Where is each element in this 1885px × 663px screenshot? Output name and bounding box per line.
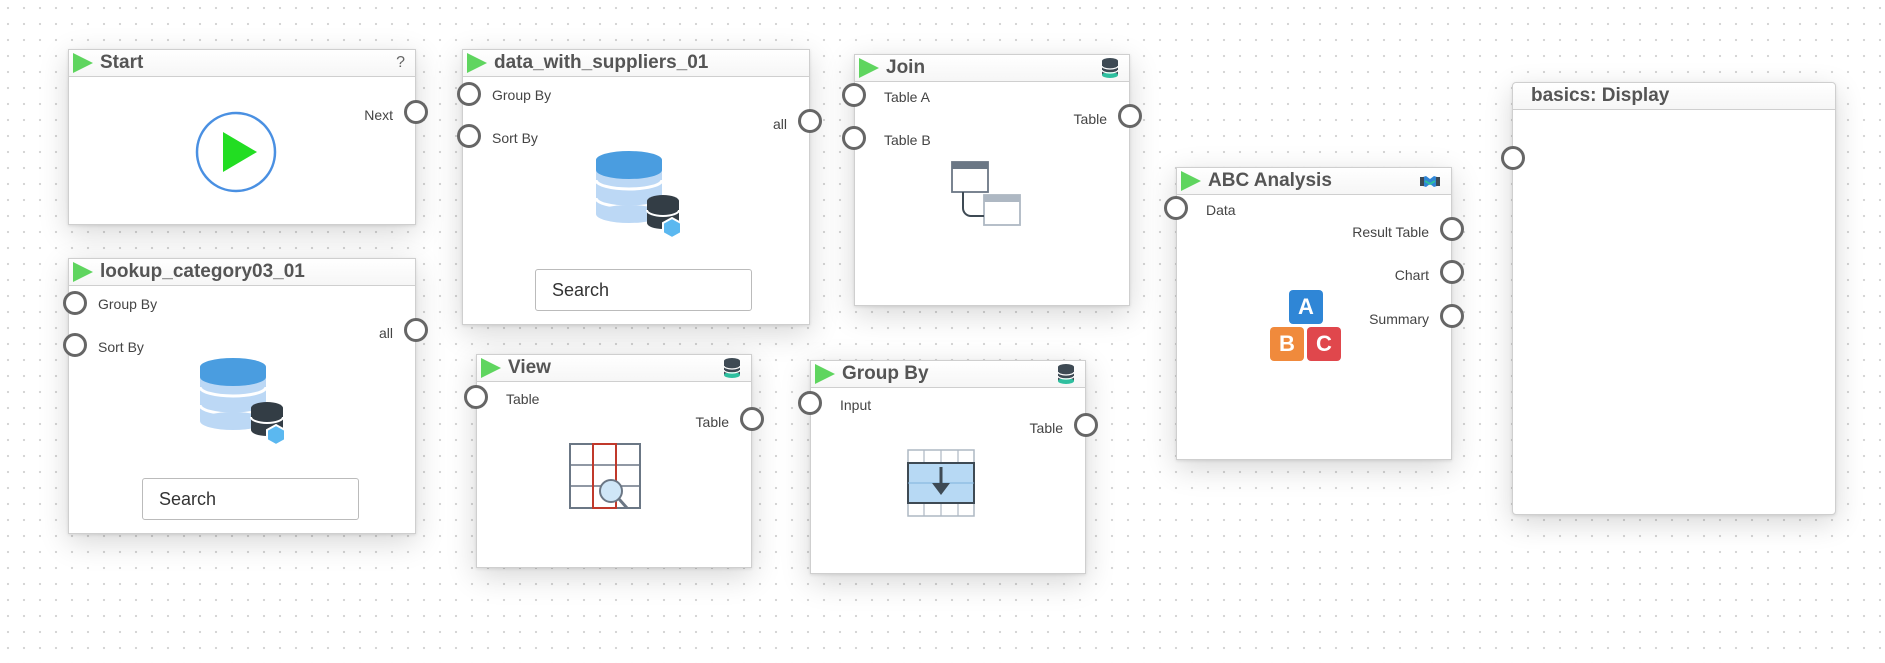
- port-label-next: Next: [364, 107, 393, 123]
- run-play-icon[interactable]: [815, 364, 835, 384]
- database-stack-icon: [723, 358, 741, 378]
- output-port-result-table[interactable]: [1440, 217, 1464, 241]
- node-title: Group By: [842, 363, 929, 384]
- input-port-display[interactable]: [1501, 146, 1525, 170]
- port-label-all: all: [378, 325, 393, 341]
- database-cube-icon: [199, 358, 286, 445]
- run-play-icon[interactable]: [859, 58, 879, 78]
- input-port-input[interactable]: [798, 391, 822, 415]
- abc-block-b: B: [1270, 327, 1304, 361]
- output-port-next[interactable]: [404, 100, 428, 124]
- node-header[interactable]: basics: Display: [1513, 83, 1835, 110]
- abc-block-a: A: [1289, 290, 1323, 324]
- node-lookup-category03-01[interactable]: lookup_category03_01 Group By Sort By al…: [63, 258, 428, 534]
- output-port-table[interactable]: [1118, 104, 1142, 128]
- node-basics-display[interactable]: basics: Display: [1501, 82, 1836, 515]
- node-title: ABC Analysis: [1208, 170, 1332, 191]
- output-port-all[interactable]: [798, 109, 822, 133]
- node-data-with-suppliers-01[interactable]: data_with_suppliers_01 Group By Sort By …: [457, 49, 822, 325]
- node-header[interactable]: Join: [855, 55, 1129, 82]
- run-play-icon[interactable]: [1181, 171, 1201, 191]
- input-port-table-b[interactable]: [842, 126, 866, 150]
- node-header[interactable]: Start ?: [69, 50, 415, 77]
- input-port-table[interactable]: [464, 385, 488, 409]
- join-tables-icon: [951, 161, 1021, 226]
- node-header[interactable]: Group By: [811, 361, 1085, 388]
- group-table-icon: [907, 449, 975, 517]
- port-label-data: Data: [1206, 202, 1236, 218]
- port-label-table-a: Table A: [884, 89, 930, 105]
- port-label-sort-by: Sort By: [98, 339, 144, 355]
- input-port-table-a[interactable]: [842, 83, 866, 107]
- output-port-table[interactable]: [1074, 413, 1098, 437]
- node-header[interactable]: ABC Analysis: [1177, 168, 1451, 195]
- port-label-group-by: Group By: [492, 87, 552, 103]
- database-stack-icon: [1101, 58, 1119, 78]
- port-label-summary: Summary: [1369, 311, 1429, 327]
- input-port-group-by[interactable]: [457, 82, 481, 106]
- port-label-table-out: Table: [695, 414, 729, 430]
- port-label-result-table: Result Table: [1352, 224, 1429, 240]
- run-play-icon[interactable]: [73, 262, 93, 282]
- port-label-sort-by: Sort By: [492, 130, 538, 146]
- output-port-chart[interactable]: [1440, 260, 1464, 284]
- port-label-table-out: Table: [1073, 111, 1107, 127]
- input-port-data[interactable]: [1164, 196, 1188, 220]
- search-input[interactable]: [535, 269, 752, 311]
- node-header[interactable]: View: [477, 355, 751, 382]
- output-port-all[interactable]: [404, 318, 428, 342]
- table-search-icon: [569, 443, 641, 509]
- play-circle-icon: [195, 111, 277, 193]
- input-port-sort-by[interactable]: [457, 124, 481, 148]
- node-title: data_with_suppliers_01: [494, 52, 709, 73]
- abc-block-c: C: [1307, 327, 1341, 361]
- node-group-by[interactable]: Group By Input Table: [798, 360, 1098, 574]
- help-icon[interactable]: ?: [396, 54, 405, 71]
- port-label-table-b: Table B: [884, 132, 931, 148]
- node-title: Join: [886, 57, 926, 78]
- node-header[interactable]: lookup_category03_01: [69, 259, 415, 286]
- port-label-all: all: [772, 116, 787, 132]
- node-view[interactable]: View Table Table: [464, 354, 764, 568]
- node-abc-analysis[interactable]: ABC Analysis Data Result Table Chart Sum…: [1164, 167, 1464, 460]
- node-join[interactable]: Join Table A Table B Table: [842, 54, 1142, 306]
- node-title: View: [508, 357, 551, 378]
- run-play-icon[interactable]: [481, 358, 501, 378]
- port-label-group-by: Group By: [98, 296, 158, 312]
- node-title: lookup_category03_01: [100, 261, 305, 282]
- node-start[interactable]: Start ? Next: [68, 49, 428, 225]
- handshake-icon: [1420, 176, 1440, 187]
- port-label-chart: Chart: [1394, 267, 1429, 283]
- output-port-table[interactable]: [740, 407, 764, 431]
- input-port-sort-by[interactable]: [63, 333, 87, 357]
- database-stack-icon: [1057, 364, 1075, 384]
- node-title: basics: Display: [1531, 85, 1670, 106]
- run-play-icon[interactable]: [467, 53, 487, 73]
- search-input[interactable]: [142, 478, 359, 520]
- node-title: Start: [100, 52, 144, 73]
- node-header[interactable]: data_with_suppliers_01: [463, 50, 809, 77]
- output-port-summary[interactable]: [1440, 304, 1464, 328]
- run-play-icon[interactable]: [73, 53, 93, 73]
- input-port-group-by[interactable]: [63, 291, 87, 315]
- port-label-input: Input: [840, 397, 872, 413]
- database-cube-icon: [595, 151, 682, 238]
- port-label-table-out: Table: [1029, 420, 1063, 436]
- port-label-table: Table: [506, 391, 540, 407]
